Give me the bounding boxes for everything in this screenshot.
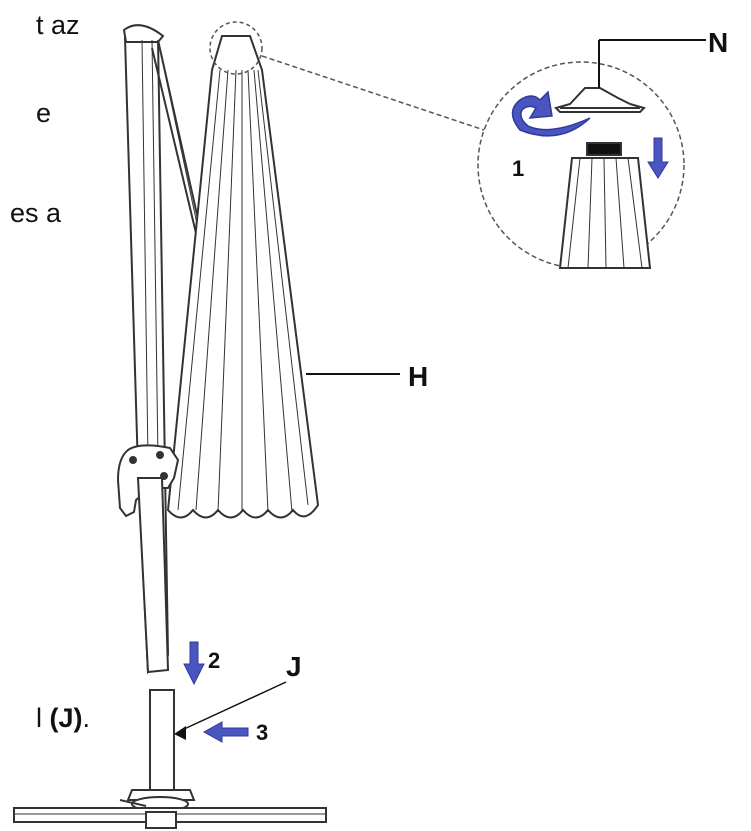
label-j: J [286, 651, 302, 682]
step-2-arrow-icon [183, 641, 205, 686]
instruction-text-line-4: l (J). [36, 703, 90, 734]
detail-source-circle [209, 21, 263, 75]
label-n: N [708, 27, 728, 58]
base-post [149, 689, 175, 801]
instruction-text-line-2: e [36, 98, 52, 128]
instruction-text-line-1: t az [36, 10, 80, 40]
step-2-label: 2 [208, 648, 220, 673]
label-leader-j [181, 681, 287, 731]
closed-canopy [166, 35, 320, 519]
label-h: H [408, 361, 428, 392]
step-3-arrow-icon [202, 721, 249, 743]
lower-pole [136, 477, 170, 674]
step-3-label: 3 [256, 720, 268, 745]
canopy-cap [554, 87, 646, 113]
instruction-text-line-4-prefix: l [36, 703, 50, 733]
rotate-arrow-icon [511, 90, 591, 137]
step-1-label: 1 [512, 156, 524, 181]
base-plate [13, 789, 327, 829]
down-arrow-icon [647, 137, 669, 179]
instruction-text-line-4-bold: (J) [49, 703, 83, 733]
detail-zoom [477, 61, 685, 269]
pin-pointer-icon [174, 726, 186, 740]
instruction-text-line-4-suffix: . [82, 703, 91, 733]
canopy-top-zoom [558, 142, 652, 269]
detail-leader-line [261, 55, 491, 133]
instruction-text-line-3: es a [10, 198, 62, 228]
